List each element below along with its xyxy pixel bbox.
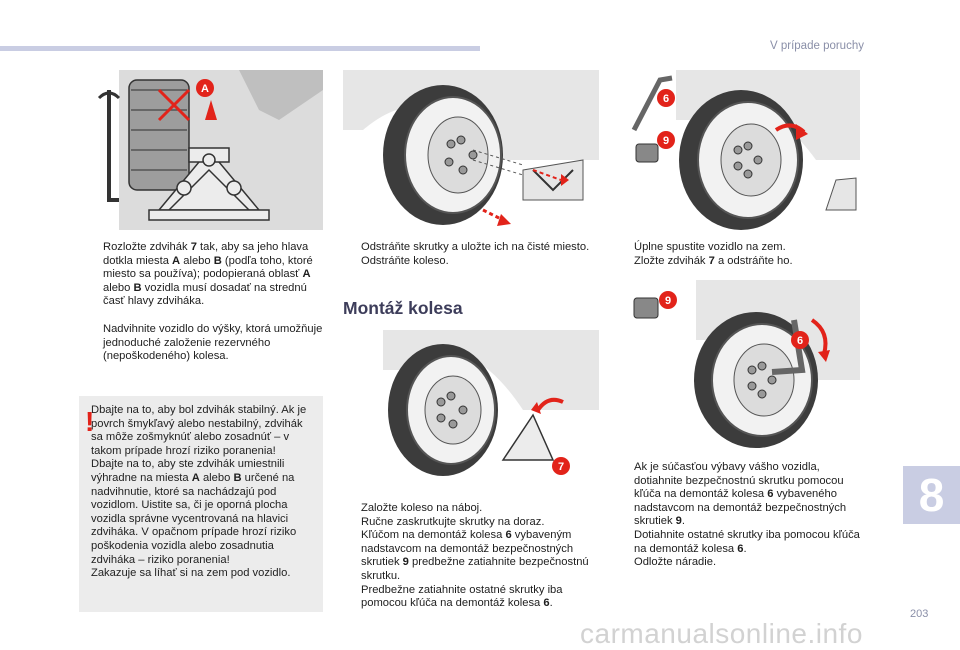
step-list-item: Odložte náradie. xyxy=(634,556,717,569)
step-list-item: Rozložte zdvihák 7 tak, aby sa jeho hlav… xyxy=(103,241,313,308)
wrench-number-badge: 6 xyxy=(797,335,803,347)
step-list-item: Dotiahnite ostatné skrutky iba pomocou k… xyxy=(634,528,860,555)
wrench-number-badge: 6 xyxy=(663,93,669,105)
header-bar xyxy=(0,46,480,51)
col1-steps: Rozložte zdvihák 7 tak, aby sa jeho hlav… xyxy=(85,241,325,364)
tighten-bolts-figure: 9 6 xyxy=(616,280,860,450)
page-number: 203 xyxy=(910,608,929,620)
col2-steps-top: Odstráňte skrutky a uložte ich na čisté … xyxy=(343,241,593,268)
step-list-item: Odstráňte koleso. xyxy=(361,254,449,267)
col2-steps-bottom: Založte koleso na náboj. Ručne zaskrutku… xyxy=(343,502,599,611)
warning-paragraph: Dbajte na to, aby bol zdvihák stabilný. … xyxy=(91,404,307,457)
col3-steps-bottom: Ak je súčasťou výbavy vášho vozidla, dot… xyxy=(616,461,860,570)
chapter-tab: 8 xyxy=(903,466,960,524)
warning-paragraph: Zakazuje sa líhať si na zem pod vozidlo. xyxy=(91,567,291,580)
step-list-item: Nadvihnite vozidlo do výšky, ktorá umožň… xyxy=(103,322,323,363)
step-list-item: Založte koleso na náboj. xyxy=(361,502,483,514)
step-list-item: Úplne spustite vozidlo na zem. xyxy=(634,241,786,253)
step-list-item: Kľúčom na demontáž kolesa 6 vybaveným na… xyxy=(361,529,589,582)
point-a-label: A xyxy=(201,83,209,95)
step-list-item: Zložte zdvihák 7 a odstráňte ho. xyxy=(634,254,793,267)
socket-number-badge: 9 xyxy=(665,295,671,307)
section-title: V prípade poruchy xyxy=(770,40,864,52)
warning-paragraph: Dbajte na to, aby ste zdvihák umiestnili… xyxy=(91,458,297,566)
step-list-item: Ak je súčasťou výbavy vášho vozidla, dot… xyxy=(634,461,847,528)
warning-box: ! Dbajte na to, aby bol zdvihák stabilný… xyxy=(79,396,323,612)
step-list-item: Predbežne zatiahnite ostatné skrutky iba… xyxy=(361,583,563,610)
jack-number-badge: 7 xyxy=(558,461,564,473)
col3-steps-top: Úplne spustite vozidlo na zem. Zložte zd… xyxy=(616,241,860,268)
watermark: carmanualsonline.info xyxy=(580,618,863,649)
socket-number-badge: 9 xyxy=(663,135,669,147)
step-list-item: Ručne zaskrutkujte skrutky na doraz. xyxy=(361,515,545,528)
fit-wheel-figure: 7 xyxy=(343,330,599,480)
warning-text: Dbajte na to, aby bol zdvihák stabilný. … xyxy=(91,404,317,581)
warning-icon: ! xyxy=(85,406,95,437)
step-list-item: Odstráňte skrutky a uložte ich na čisté … xyxy=(361,241,590,253)
jack-under-car-figure: A xyxy=(79,70,323,230)
remove-wheel-figure xyxy=(343,70,599,230)
lower-vehicle-figure: 6 9 xyxy=(616,70,860,230)
section-heading: Montáž kolesa xyxy=(343,298,463,318)
